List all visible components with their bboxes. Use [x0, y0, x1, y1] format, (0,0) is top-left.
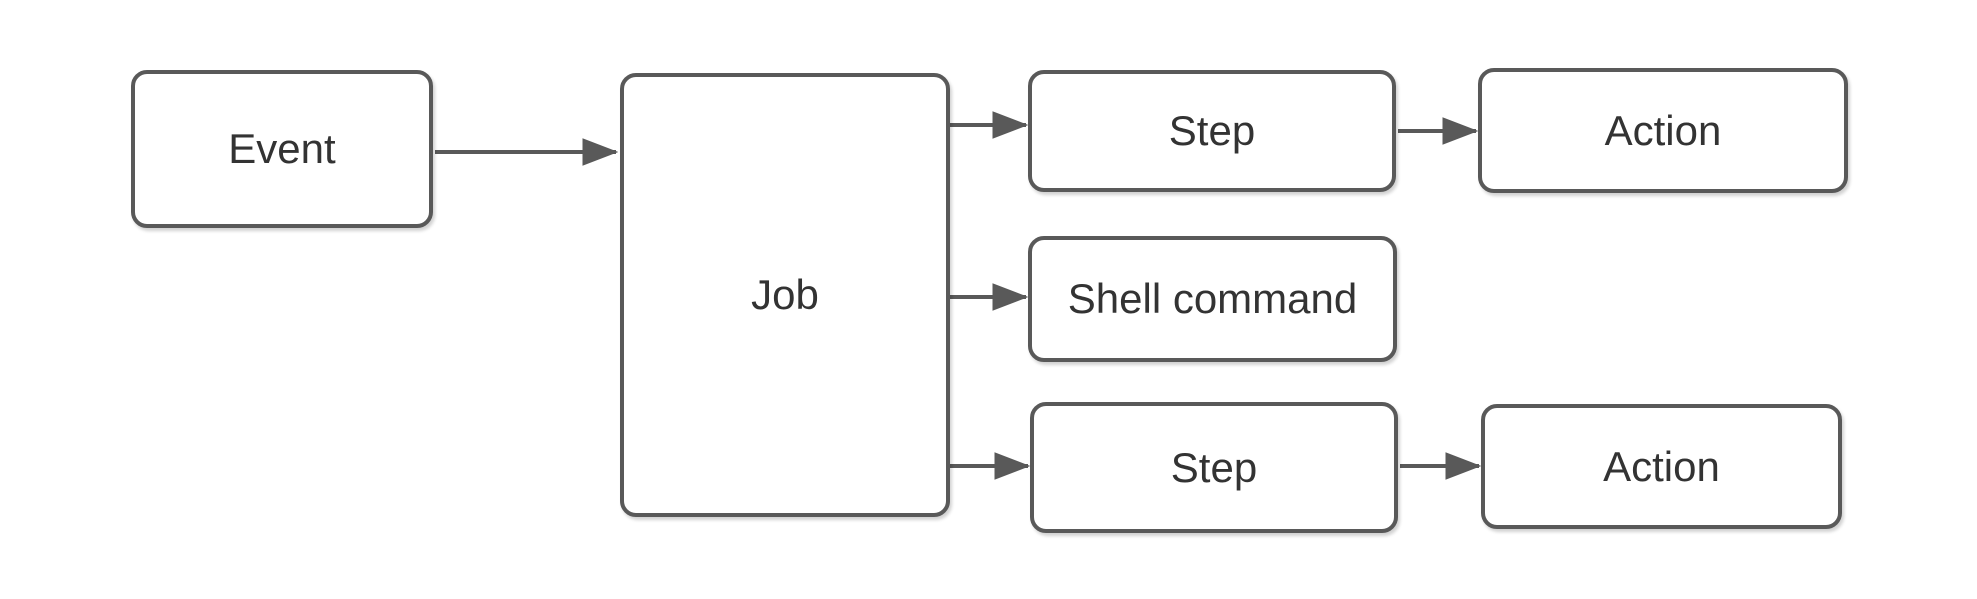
node-action-top: Action: [1478, 68, 1848, 193]
node-step-top-label: Step: [1168, 107, 1256, 154]
node-action-bottom-label: Action: [1603, 442, 1720, 490]
node-action-bottom: Action: [1481, 404, 1842, 529]
node-step-bottom: Step: [1030, 402, 1398, 533]
node-step-bottom-label: Step: [1170, 443, 1258, 491]
node-job-label: Job: [751, 271, 819, 318]
node-action-top-label: Action: [1604, 106, 1722, 154]
node-shell-command-label: Shell command: [1067, 275, 1358, 322]
node-job: Job: [620, 73, 950, 517]
node-event-label: Event: [228, 125, 336, 172]
node-shell-command: Shell command: [1028, 236, 1397, 362]
node-step-top: Step: [1028, 70, 1396, 192]
node-event: Event: [131, 70, 433, 228]
